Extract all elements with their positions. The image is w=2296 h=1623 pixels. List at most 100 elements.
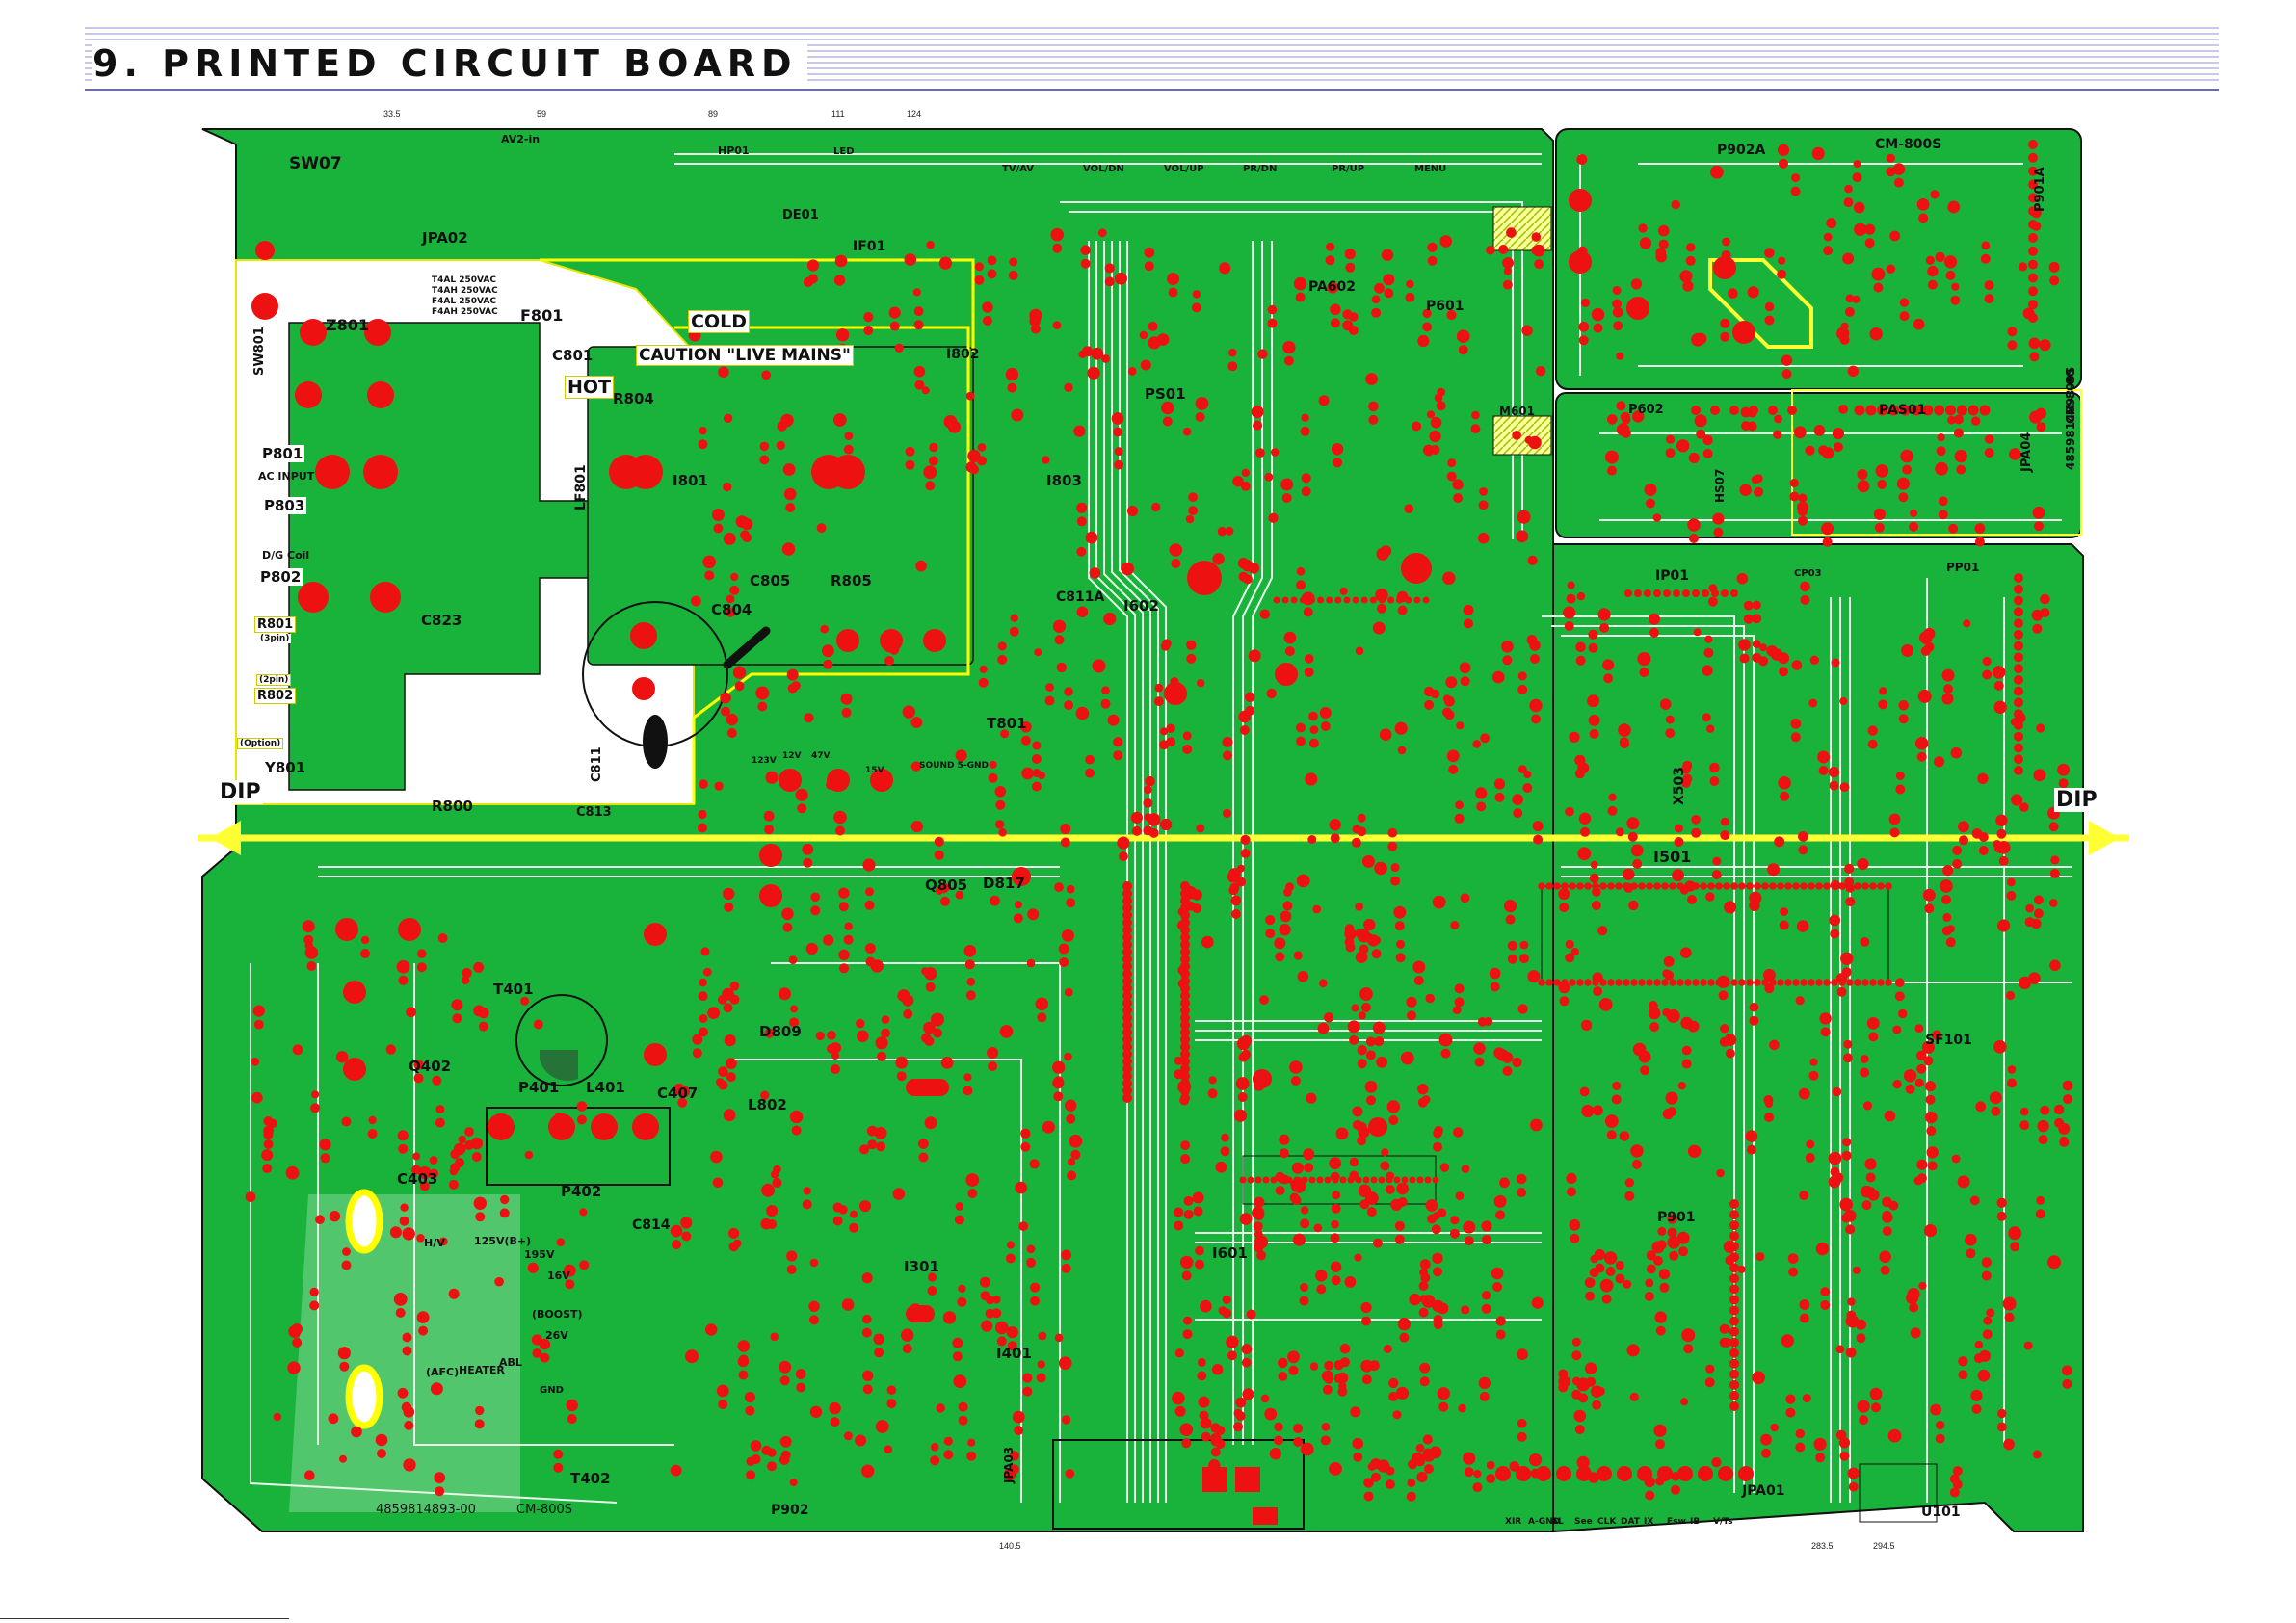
board-label-c801: C801 bbox=[552, 347, 594, 364]
board-label-cp03: CP03 bbox=[1794, 568, 1822, 579]
board-label-model: CM-800S bbox=[516, 1503, 573, 1517]
connector-pad bbox=[1657, 1466, 1673, 1481]
board-label-pr-dn: PR/DN bbox=[1243, 164, 1278, 174]
connector-pad bbox=[1516, 1466, 1531, 1481]
connector-pad bbox=[1637, 1466, 1652, 1481]
sound-subboard-frame bbox=[1791, 389, 2082, 536]
board-label-p802: P802 bbox=[258, 568, 303, 586]
connector-pin-label: AL bbox=[1551, 1517, 1564, 1527]
dimension-label: 89 bbox=[708, 109, 719, 118]
board-label-c814: C814 bbox=[632, 1217, 671, 1233]
hot-copper bbox=[288, 322, 618, 791]
dimension-label: 283.5 bbox=[1811, 1541, 1834, 1551]
connector-pad bbox=[1617, 1466, 1632, 1481]
dip-arrow-left bbox=[210, 821, 241, 855]
board-label-t402: T402 bbox=[570, 1470, 611, 1487]
board-label-if01: IF01 bbox=[853, 239, 886, 254]
av-connector-block bbox=[1052, 1439, 1305, 1530]
board-label-hp01: HP01 bbox=[718, 144, 750, 157]
board-label-gnd: GND bbox=[540, 1385, 564, 1396]
board-label-dip-right: DIP bbox=[2054, 788, 2099, 812]
pin-rows bbox=[1122, 140, 2038, 1411]
board-label-r801: R801 bbox=[254, 616, 297, 633]
capacitor-c811 bbox=[643, 715, 668, 769]
connector-pad bbox=[1718, 1466, 1733, 1481]
board-label-lf801: LF801 bbox=[573, 464, 589, 510]
board-label-c811a: C811A bbox=[1056, 589, 1105, 605]
board-label-fuse3: F4AL 250VAC bbox=[432, 297, 496, 306]
board-label-v195: 195V bbox=[524, 1248, 555, 1261]
board-label-d817: D817 bbox=[983, 875, 1025, 892]
board-label-c813: C813 bbox=[576, 805, 612, 820]
board-label-dip-left: DIP bbox=[218, 780, 263, 804]
board-label-av2-in: AV2-in bbox=[501, 133, 541, 145]
board-label-c811: C811 bbox=[590, 746, 604, 782]
connector-jpa01-pads bbox=[1495, 1466, 1754, 1481]
board-label-v26: 26V bbox=[545, 1329, 568, 1342]
board-label-menu: MENU bbox=[1414, 164, 1447, 174]
board-label-p801: P801 bbox=[260, 445, 305, 462]
board-label-hot: HOT bbox=[565, 376, 615, 399]
connector-pad bbox=[1677, 1466, 1693, 1481]
transformer-t401-core bbox=[540, 1050, 578, 1082]
dimension-label: 59 bbox=[537, 109, 547, 118]
board-label-jpa01: JPA01 bbox=[1742, 1483, 1785, 1499]
hatched-pad bbox=[1492, 415, 1552, 456]
board-label-c805: C805 bbox=[750, 572, 791, 589]
connector-pin-label: CLK bbox=[1597, 1517, 1617, 1527]
board-label-p901: P901 bbox=[1657, 1210, 1696, 1225]
board-label-z801: Z801 bbox=[326, 316, 369, 334]
hv-pad bbox=[345, 1364, 383, 1429]
board-label-c403: C403 bbox=[397, 1170, 438, 1188]
board-label-two-pin: (2pin) bbox=[256, 674, 292, 686]
board-label-r800: R800 bbox=[432, 798, 473, 815]
board-label-i401: I401 bbox=[996, 1345, 1032, 1362]
connector-pin-label: IB bbox=[1690, 1517, 1701, 1527]
board-label-heater: HEATER bbox=[459, 1364, 505, 1376]
board-label-v125: 125V(B+) bbox=[474, 1235, 532, 1247]
board-label-i802: I802 bbox=[946, 347, 980, 362]
board-label-jpa04: JPA04 bbox=[2019, 432, 2034, 472]
dimension-label: 140.5 bbox=[999, 1541, 1021, 1551]
board-label-ac-input: AC INPUT bbox=[258, 470, 315, 483]
board-label-tv-av: TV/AV bbox=[1002, 164, 1035, 174]
dimension-label: 124 bbox=[907, 109, 922, 118]
board-label-v16: 16V bbox=[547, 1270, 570, 1282]
connector-pad bbox=[1556, 1466, 1571, 1481]
board-label-i803: I803 bbox=[1046, 472, 1082, 489]
board-label-sf101: SF101 bbox=[1925, 1033, 1972, 1048]
board-label-x503: X503 bbox=[1672, 766, 1687, 805]
page-title: 9. PRINTED CIRCUIT BOARD bbox=[92, 42, 807, 85]
board-label-t401: T401 bbox=[493, 981, 534, 998]
hv-pad bbox=[345, 1189, 383, 1254]
board-label-pp01: PP01 bbox=[1946, 561, 1980, 574]
board-label-v47: 47V bbox=[811, 751, 831, 761]
board-label-p902a: P902A bbox=[1717, 143, 1766, 158]
board-label-r804: R804 bbox=[613, 390, 654, 407]
board-label-afc: (AFC) bbox=[426, 1366, 460, 1378]
connector-pin-label: A-GND bbox=[1528, 1517, 1561, 1527]
footer-line bbox=[0, 1618, 289, 1619]
board-label-r802: R802 bbox=[254, 688, 297, 704]
board-label-abl: ABL bbox=[499, 1356, 522, 1369]
board-label-v123: 123V bbox=[752, 756, 777, 766]
ic-i501-outline bbox=[1541, 885, 1889, 983]
header-underline bbox=[85, 89, 2219, 91]
board-label-c407: C407 bbox=[657, 1085, 699, 1102]
board-label-sw801: SW801 bbox=[252, 327, 267, 376]
board-label-y801: Y801 bbox=[265, 759, 306, 776]
board-label-p401: P401 bbox=[518, 1079, 560, 1096]
board-label-caution: CAUTION "LIVE MAINS" bbox=[636, 345, 854, 366]
transformer-t401 bbox=[515, 994, 608, 1086]
board-label-i801: I801 bbox=[673, 472, 708, 489]
yellow-outline bbox=[1708, 258, 1813, 349]
board-label-cold: COLD bbox=[688, 310, 750, 333]
jumper-wire bbox=[723, 626, 771, 669]
connector-pin-label: V/Ts bbox=[1713, 1517, 1733, 1527]
board-label-i301: I301 bbox=[904, 1258, 939, 1275]
connector-pin-label: Fsw bbox=[1667, 1517, 1686, 1527]
connector-pad bbox=[1698, 1466, 1713, 1481]
board-label-dg-coil: D/G Coil bbox=[262, 549, 310, 562]
board-label-fuse4: F4AH 250VAC bbox=[432, 307, 498, 317]
